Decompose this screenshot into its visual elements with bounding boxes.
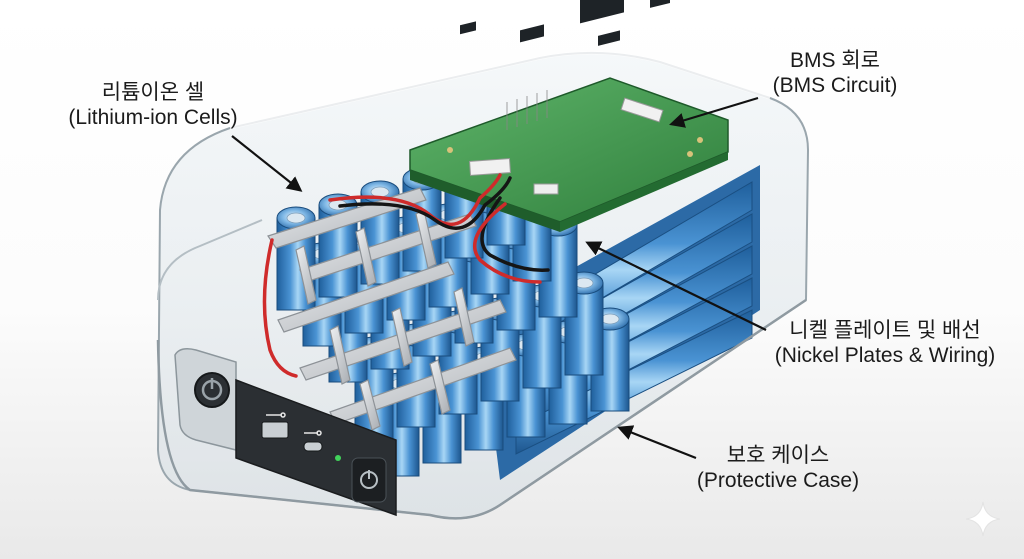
status-led	[335, 455, 341, 461]
nickel-strip	[359, 379, 381, 431]
bms-chips	[460, 0, 670, 46]
nickel-strip	[295, 245, 317, 305]
bms-circuit-board	[409, 0, 729, 232]
arrow-cells	[231, 135, 303, 192]
label-bms-circuit: BMS 회로 (BMS Circuit)	[740, 48, 930, 98]
nickel-plates	[267, 187, 517, 431]
nickel-strip	[429, 359, 451, 415]
label-case-ko: 보호 케이스	[726, 444, 830, 467]
label-lithium-ion-cells: 리튬이온 셀 (Lithium-ion Cells)	[48, 80, 258, 130]
label-case-en: (Protective Case)	[696, 469, 860, 492]
bms-connector	[533, 183, 559, 195]
nickel-strip	[329, 325, 351, 385]
bms-connector	[469, 158, 511, 176]
nickel-strip	[277, 261, 455, 333]
nickel-strip	[355, 227, 377, 287]
case-front-lip	[156, 298, 807, 520]
label-nickel-plates-wiring: 니켈 플레이트 및 배선 (Nickel Plates & Wiring)	[750, 318, 1020, 368]
case-lid-edge	[157, 219, 263, 301]
nickel-strip	[453, 287, 475, 347]
label-nickel-ko: 니켈 플레이트 및 배선	[789, 319, 981, 342]
wiring	[262, 173, 550, 378]
usb-c-icon	[304, 430, 322, 436]
control-panel	[174, 348, 397, 517]
bms-connector	[620, 97, 664, 123]
arrow-nickel	[585, 241, 767, 331]
heatsink	[506, 90, 548, 130]
power-button[interactable]	[351, 457, 387, 503]
label-bms-ko: BMS 회로	[790, 49, 880, 72]
usb-icon	[266, 412, 286, 418]
label-protective-case: 보호 케이스 (Protective Case)	[678, 443, 878, 493]
arrow-bms	[669, 96, 759, 128]
label-cells-en: (Lithium-ion Cells)	[68, 106, 238, 129]
nickel-strip	[391, 307, 413, 367]
arrow-case	[617, 425, 697, 460]
usb-a-port[interactable]	[261, 421, 289, 439]
callout-arrows	[231, 96, 767, 460]
label-bms-en: (BMS Circuit)	[772, 74, 898, 97]
label-cells-ko: 리튬이온 셀	[101, 81, 205, 104]
power-button-icon[interactable]	[194, 372, 230, 408]
sparkle-icon	[965, 501, 1001, 537]
label-nickel-en: (Nickel Plates & Wiring)	[774, 344, 996, 367]
usb-c-port[interactable]	[303, 441, 323, 452]
